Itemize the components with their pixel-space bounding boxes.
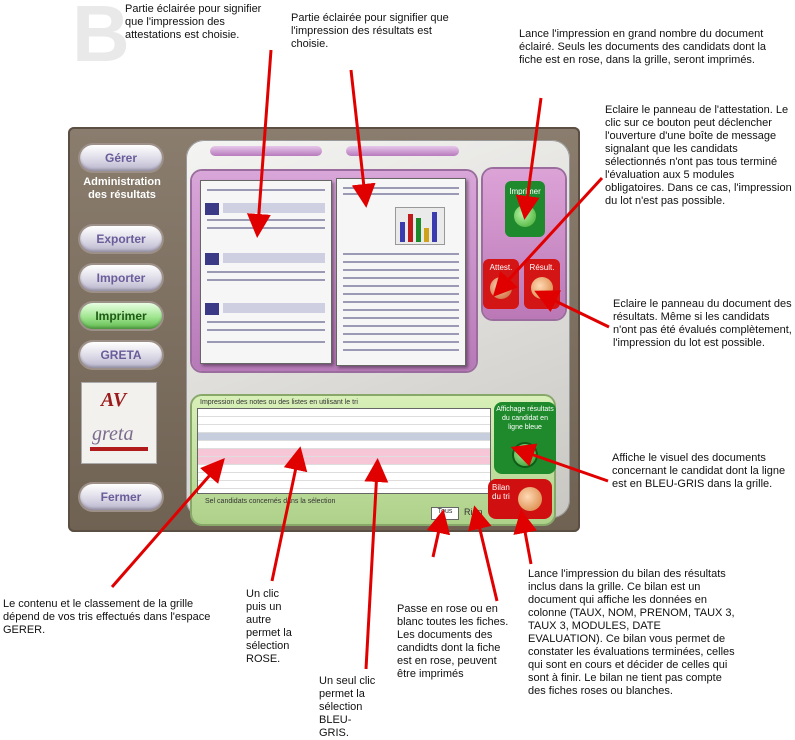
grid-row[interactable]: [198, 417, 490, 425]
grid-row[interactable]: [198, 481, 490, 489]
fermer-button[interactable]: Fermer: [80, 484, 162, 510]
candidates-grid[interactable]: [197, 408, 491, 494]
grid-status: Sel candidats concernés dans la sélectio…: [205, 498, 336, 505]
results-mini-chart: [395, 207, 445, 245]
grid-row[interactable]: [198, 425, 490, 433]
grid-row[interactable]: [198, 441, 490, 449]
result-label: Résult.: [529, 263, 555, 272]
annotation-blue-selection: Un seul clic permet la sélection BLEU-GR…: [319, 675, 376, 739]
annotation-pink-selection: Un clic puis un autre permet la sélectio…: [246, 588, 292, 665]
logo-bar: [90, 447, 148, 451]
bilan-button[interactable]: Bilan du tri: [488, 479, 552, 519]
annotation-grid: Le contenu et le classement de la grille…: [3, 598, 211, 636]
bilan-label: Bilan du tri: [492, 483, 510, 501]
grid-row[interactable]: [198, 457, 490, 465]
exporter-button[interactable]: Exporter: [80, 226, 162, 252]
grid-header: Impression des notes ou des listes en ut…: [200, 399, 358, 406]
grid-row[interactable]: [198, 473, 490, 481]
bilan-light-icon: [518, 487, 542, 511]
admin-results-label: Administration des résultats: [83, 176, 161, 201]
display-candidate-label: Affichage résultats du candidat en ligne…: [496, 406, 554, 431]
logo-greta-text: greta: [92, 423, 134, 445]
greta-logo: AV greta: [81, 382, 157, 464]
attest-label: Attest.: [489, 263, 513, 272]
gerer-button[interactable]: Gérer: [80, 145, 162, 171]
annotation-attestation-panel: Partie éclairée pour signifier que l'imp…: [125, 3, 262, 41]
greta-button[interactable]: GRETA: [80, 342, 162, 368]
results-document[interactable]: [336, 178, 466, 366]
imprimer-button[interactable]: Imprimer: [80, 303, 162, 329]
grid-row[interactable]: [198, 449, 490, 457]
annotation-bilan: Lance l'impression du bilan des résultat…: [528, 568, 735, 697]
grid-row[interactable]: [198, 465, 490, 473]
attestation-document[interactable]: [200, 180, 332, 364]
annotation-tous-rien: Passe en rose ou en blanc toutes les fic…: [397, 603, 509, 680]
annotation-results-panel: Partie éclairée pour signifier que l'imp…: [291, 12, 449, 50]
annotation-attest-button: Eclaire le panneau de l'attestation. Le …: [605, 104, 792, 207]
annotation-display-button: Affiche le visuel des documents concerna…: [612, 452, 786, 490]
print-lot-label: Imprimer: [509, 187, 541, 196]
annotation-print-button: Lance l'impression en grand nombre du do…: [519, 28, 767, 66]
grid-row[interactable]: [198, 409, 490, 417]
grid-row[interactable]: [198, 433, 490, 441]
top-bar-left: [210, 146, 322, 156]
logo-av-text: AV: [101, 389, 127, 411]
importer-button[interactable]: Importer: [80, 265, 162, 291]
top-bar-right: [346, 146, 459, 156]
annotation-result-button: Eclaire le panneau du document des résul…: [613, 298, 792, 349]
